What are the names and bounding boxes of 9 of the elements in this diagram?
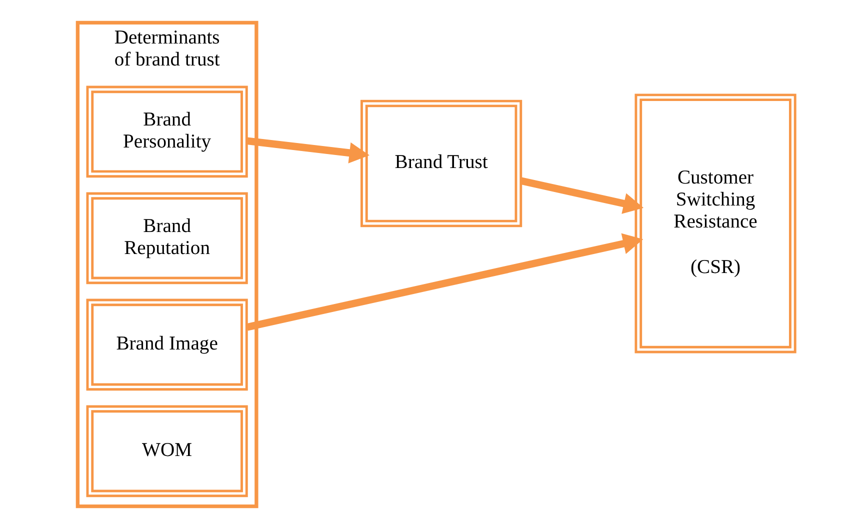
arrow [246,233,644,331]
node-box: Brand Trust [360,100,522,228]
node-box: Brand Personality [86,86,248,178]
arrow [520,177,644,214]
node-box: Customer Switching Resistance (CSR) [634,94,796,354]
arrow [246,137,370,164]
node-box: Brand Reputation [86,192,248,284]
node-box: WOM [86,405,248,498]
node-box: Brand Image [86,298,248,391]
